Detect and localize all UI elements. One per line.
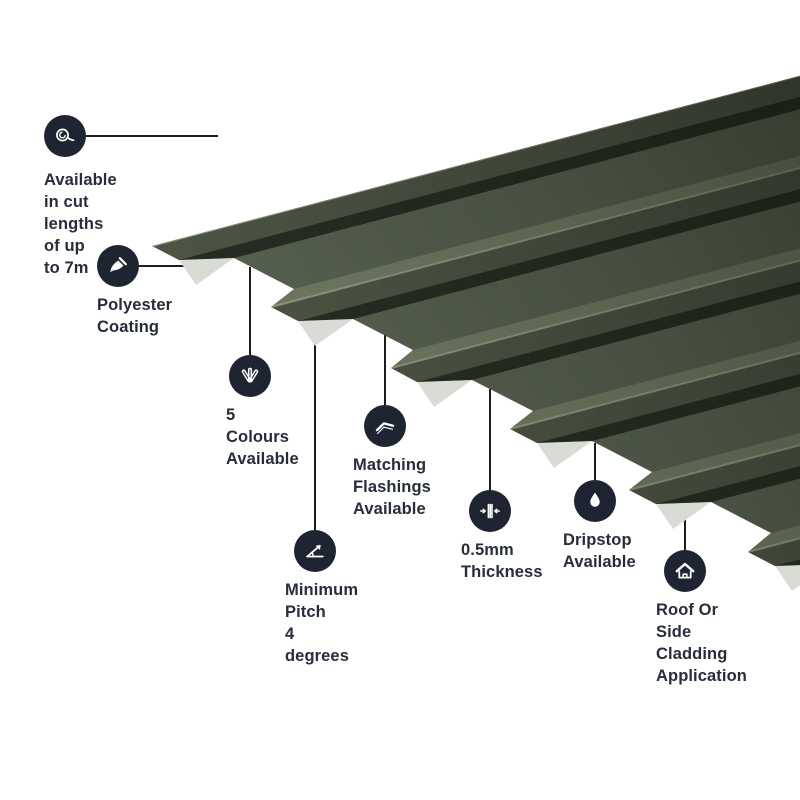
thickness-icon — [480, 503, 500, 519]
pitch-angle-icon — [306, 544, 324, 558]
flashing-icon — [375, 422, 395, 435]
house-icon — [675, 562, 695, 579]
underside-triangle — [656, 502, 711, 529]
callout-label: 5 Colours Available — [226, 406, 299, 469]
callout-connectors — [86, 135, 686, 551]
feature-badge — [294, 530, 336, 572]
sheet-cut-edge-undersides — [179, 258, 800, 591]
underside-triangle — [179, 258, 234, 285]
callout-label: 0.5mm Thickness — [461, 541, 543, 582]
feature-badge — [664, 550, 706, 592]
feature-badge — [364, 405, 406, 447]
underside-triangle — [537, 441, 592, 468]
feature-badge — [229, 355, 271, 397]
underside-triangle — [775, 565, 800, 591]
callout-label: Polyester Coating — [97, 296, 173, 337]
underside-triangle — [298, 319, 353, 346]
sheet-surface — [152, 0, 800, 595]
paintbrush-icon — [110, 257, 127, 273]
colour-fan-icon — [241, 367, 259, 383]
underside-triangle — [417, 380, 472, 407]
callout-label: Available in cut lengths of up to 7m — [44, 171, 117, 278]
callout-label: Dripstop Available — [563, 531, 636, 572]
feature-badge — [44, 115, 86, 157]
droplet-icon — [590, 492, 600, 507]
sheet-depth-shading — [152, 0, 800, 595]
tape-measure-icon — [56, 128, 75, 142]
callout-label: Minimum Pitch 4 degrees — [285, 581, 359, 666]
feature-badge — [97, 245, 139, 287]
feature-badge — [574, 480, 616, 522]
callout-label: Roof Or Side Cladding Application — [656, 601, 747, 686]
callout-label: Matching Flashings Available — [353, 456, 431, 519]
feature-badge — [469, 490, 511, 532]
